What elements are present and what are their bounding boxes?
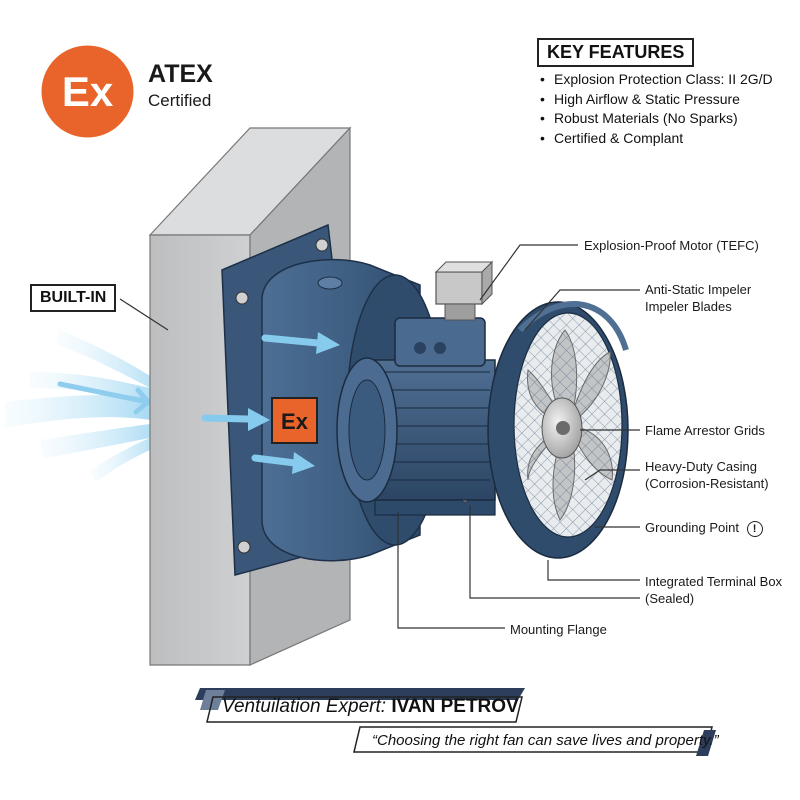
casing-leader [584,469,640,481]
motor [336,260,496,516]
atex-title: ATEX [148,60,213,88]
expert-person: IVAN PETROV [391,696,519,717]
callout-grounding: Grounding Point ! [645,519,763,537]
callout-flame-arrestor: Flame Arrestor Grids [645,423,765,438]
flange-leader [397,512,505,629]
feature-item: •Explosion Protection Class: II 2G/D [540,71,773,87]
callout-terminal-box: Integrated Terminal Box (Sealed) [645,574,783,606]
built-in-label: BUILT-IN [30,284,117,312]
terminal-leader-2 [469,505,640,599]
callout-motor: Explosion-Proof Motor (TEFC) [584,238,759,253]
feature-item: •Robust Materials (No Sparks) [540,110,738,126]
wall-leader [119,298,169,331]
expert-role: Ventuilation Expert: [222,696,387,717]
impeller-leader [524,289,640,331]
terminal-leader [547,560,640,581]
atex-subtitle: Certified [148,91,212,110]
housing-air-arrows [201,332,340,474]
expert-quote: “Choosing the right fan can save lives a… [372,732,719,749]
ex-logo-icon: Ex [41,45,134,138]
callout-lines [119,244,640,629]
feature-item: •High Airflow & Static Pressure [540,90,740,107]
key-features-list: •Explosion Protection Class: II 2G/D •Hi… [540,70,773,148]
logo-text: Ex [62,68,114,115]
motor-leader [479,244,578,301]
airflow-in [5,330,155,482]
callout-mounting-flange: Mounting Flange [510,622,607,637]
expert-banner-shapes [195,688,716,756]
callout-casing: Heavy-Duty Casing (Corrosion-Resistant) [645,459,769,491]
key-features-heading: KEY FEATURES [537,38,695,67]
warning-icon: ! [746,521,763,537]
housing-ex-text: Ex [281,409,309,434]
impeller-guard [487,301,629,559]
housing-ex-label: Ex [271,397,318,444]
feature-item: •Certified & Complant [540,129,684,146]
callout-impeller: Anti-Static Impeler Impeler Blades [645,282,752,314]
atex-logo: Ex [40,44,135,139]
expert-name: Ventuilation Expert: IVAN PETROV [222,696,519,718]
